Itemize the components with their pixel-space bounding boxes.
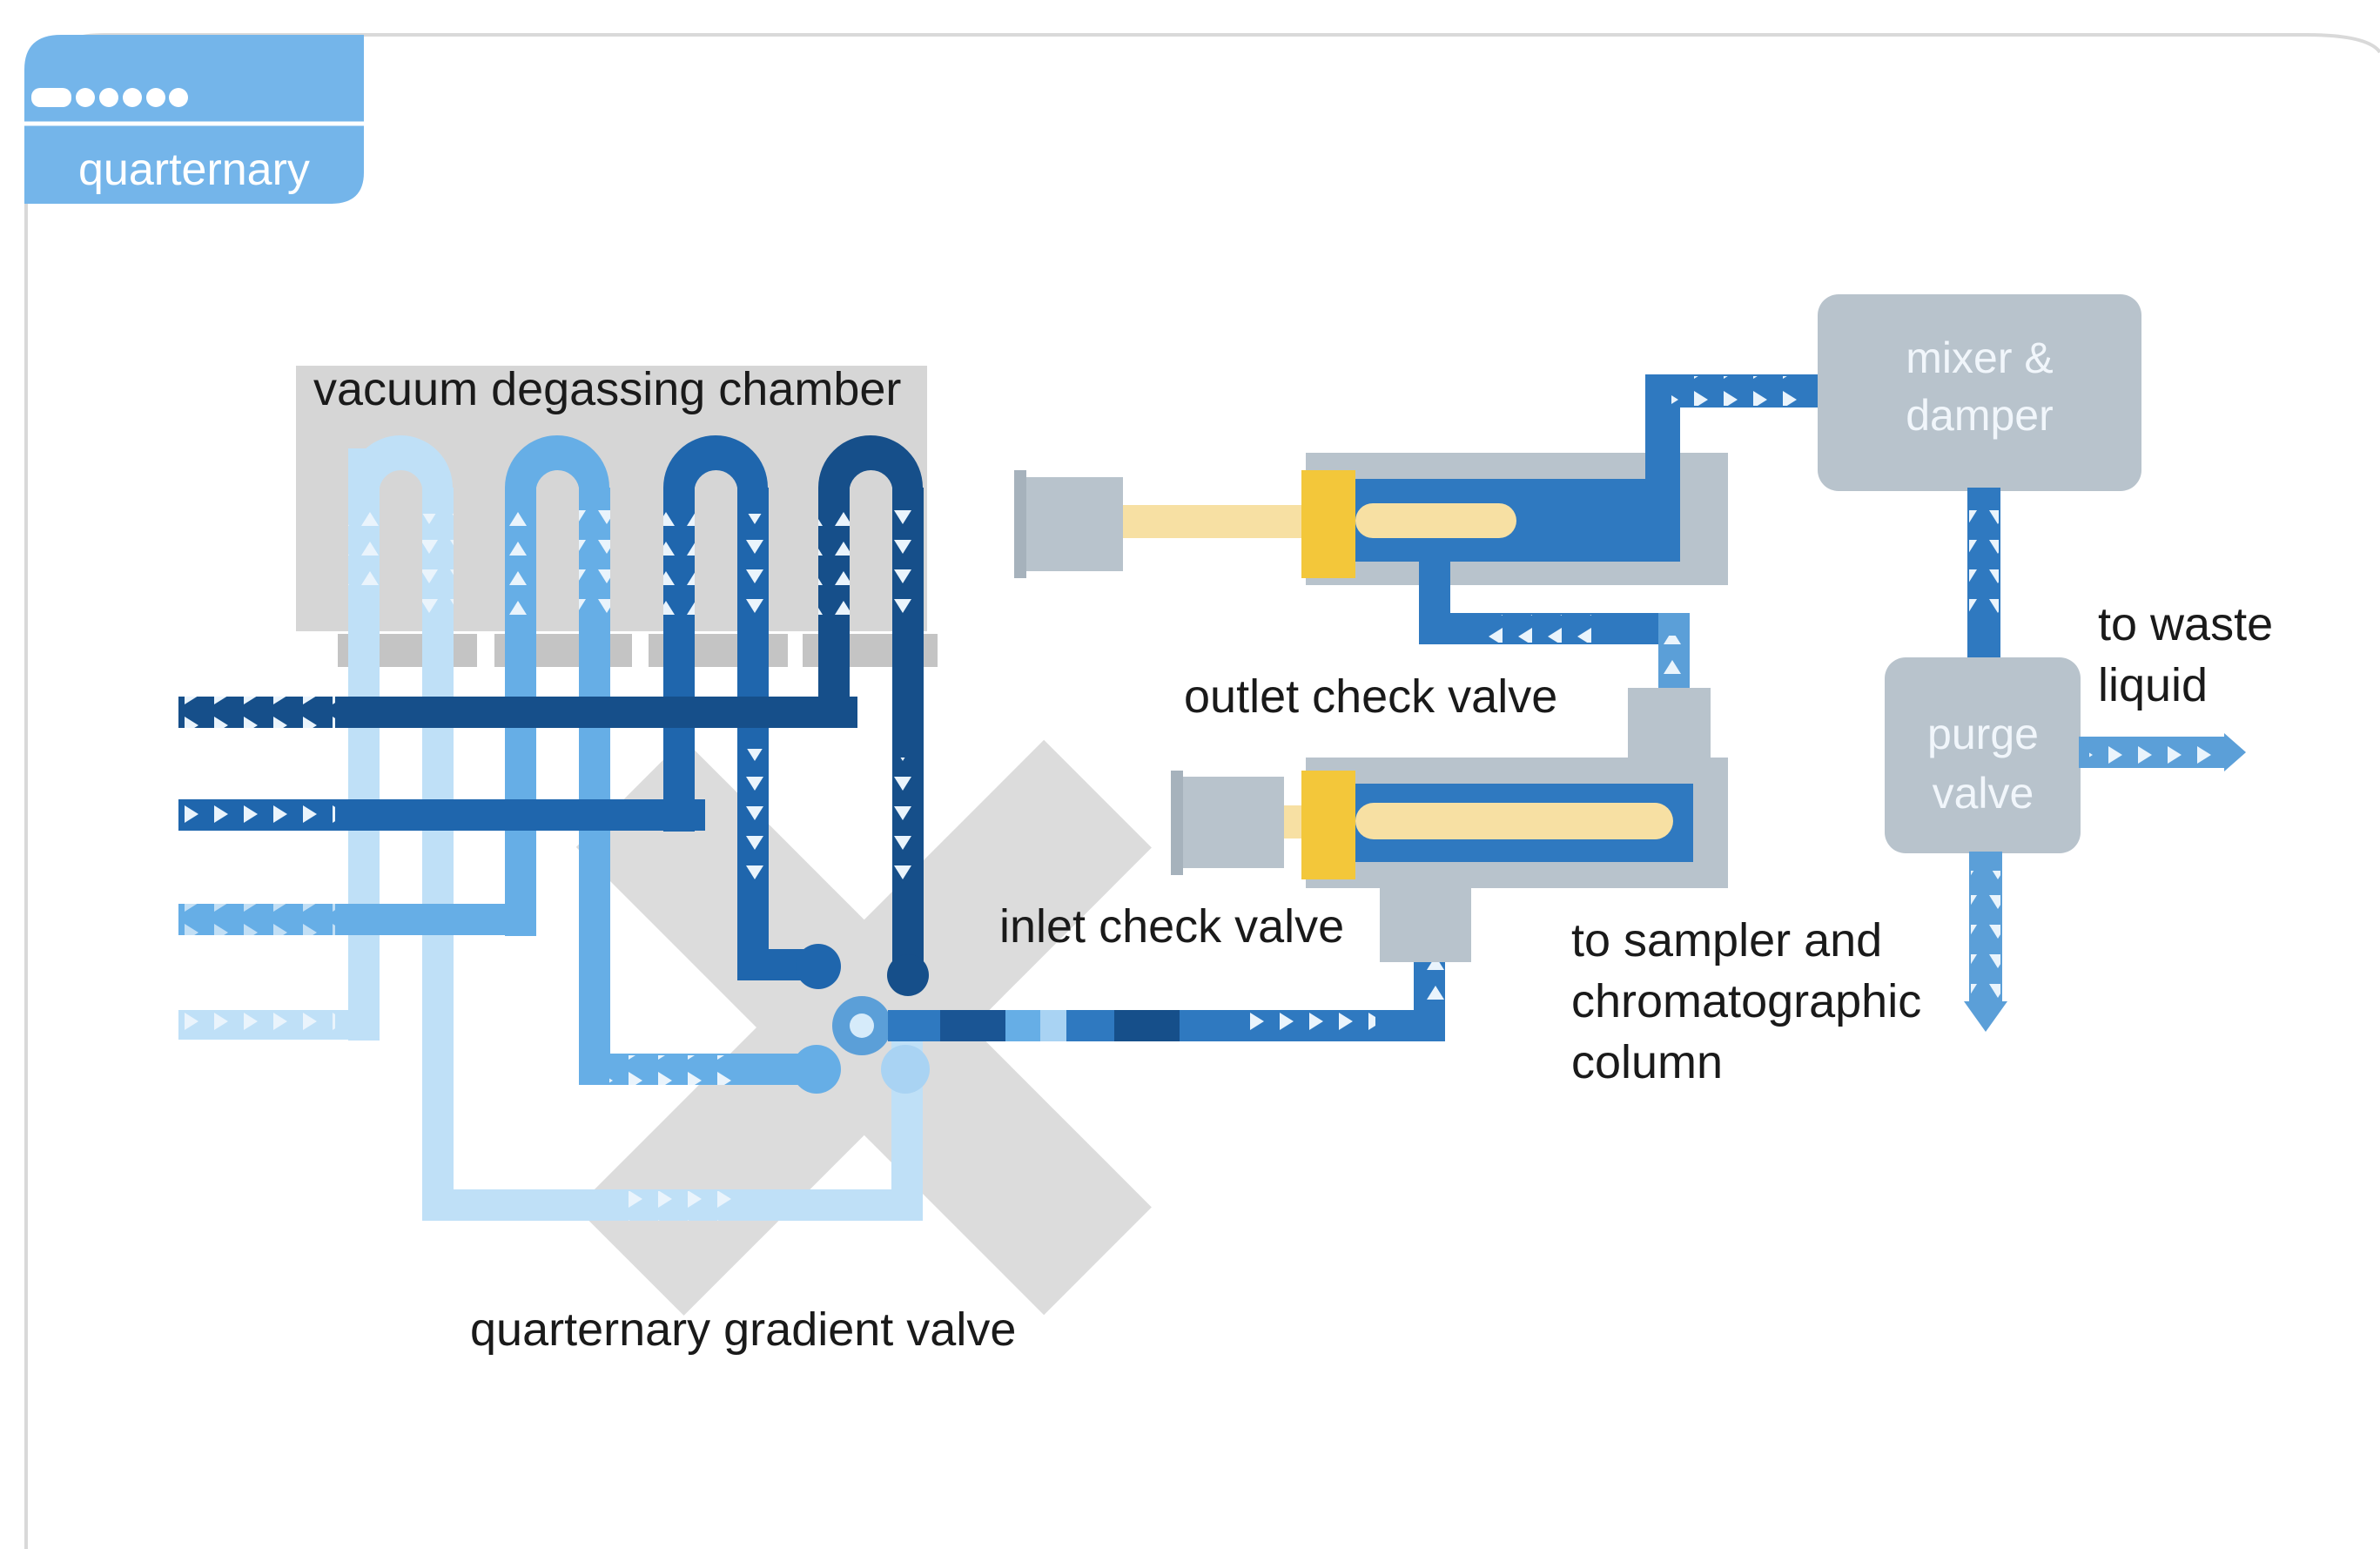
lower-pump-head [1171, 758, 1728, 962]
mixer-to-purge-line [1967, 488, 2000, 662]
purge-label-line1: purge [1927, 710, 2039, 758]
mixer-damper: mixer & damper [1818, 294, 2141, 491]
tab-dots-icon [31, 88, 188, 107]
purge-label-line2: valve [1933, 769, 2034, 818]
mixer-label-line1: mixer & [1906, 333, 2053, 382]
sampler-label-line1: to sampler and [1571, 914, 1882, 966]
upper-to-mixer-line [1645, 374, 1819, 531]
vacuum-chamber-label: vacuum degassing chamber [313, 363, 901, 415]
upper-pump-head [1014, 453, 1728, 585]
sampler-label-line3: column [1571, 1036, 1723, 1088]
solvent-a-line [178, 435, 929, 996]
mixer-label-line2: damper [1906, 391, 2054, 440]
sampler-label-line2: chromatographic [1571, 975, 1921, 1027]
waste-label-line2: liquid [2098, 659, 2208, 711]
sampler-line [1964, 852, 2007, 1032]
solvent-b-line [178, 435, 841, 989]
waste-line [2079, 733, 2246, 771]
outlet-check-valve-label: outlet check valve [1184, 670, 1557, 723]
waste-label-line1: to waste [2098, 598, 2273, 650]
purge-valve[interactable]: purge valve [1885, 657, 2081, 853]
inlet-check-valve-label: inlet check valve [999, 900, 1344, 953]
gradient-valve-label: quarternary gradient valve [470, 1303, 1016, 1356]
system-tab[interactable]: quarternary [24, 35, 364, 204]
gradient-valve-ports [832, 996, 930, 1094]
tab-label: quarternary [78, 145, 310, 195]
